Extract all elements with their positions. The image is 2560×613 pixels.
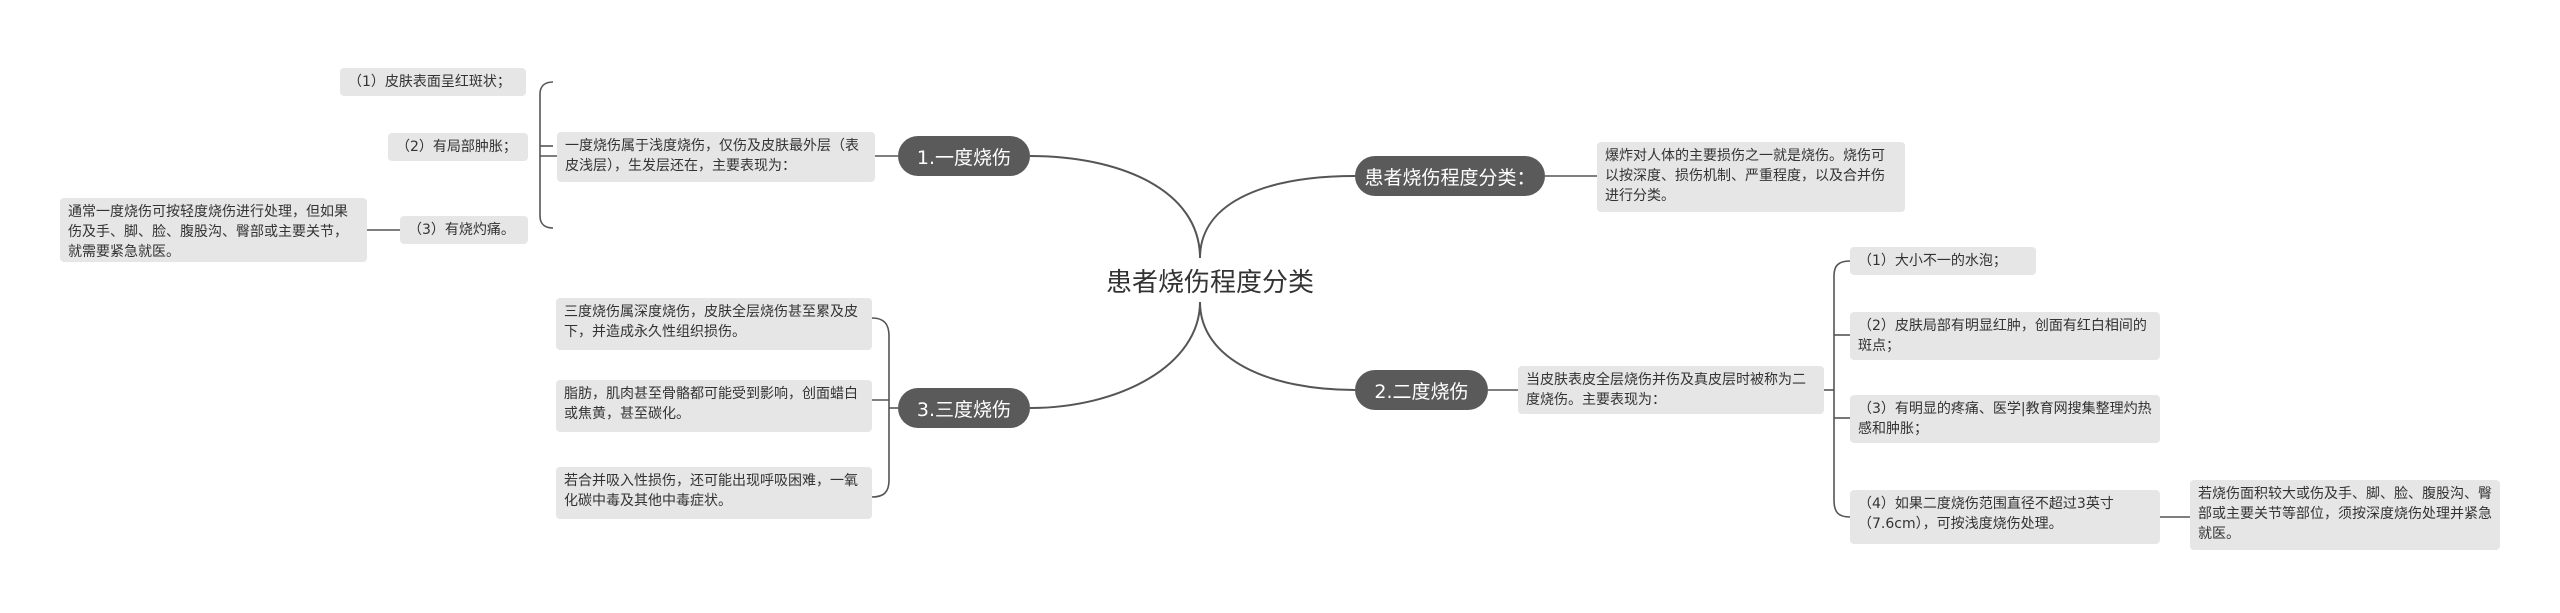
edge-second-bracket <box>1833 260 1851 518</box>
second-degree-description[interactable]: 当皮肤表皮全层烧伤并伤及真皮层时被称为二度烧伤。主要表现为： <box>1518 366 1824 414</box>
third-degree-item-1[interactable]: 三度烧伤属深度烧伤，皮肤全层烧伤甚至累及皮下，并造成永久性组织损伤。 <box>556 298 872 350</box>
second-degree-item-2[interactable]: （2）皮肤局部有明显红肿，创面有红白相间的斑点； <box>1850 312 2160 360</box>
edge-root-second <box>1199 301 1356 391</box>
branch-first-degree[interactable]: 1.一度烧伤 <box>898 136 1030 176</box>
first-degree-item-2[interactable]: （2）有局部肿胀； <box>388 133 528 161</box>
edge-root-third <box>1029 301 1201 409</box>
first-degree-item-3[interactable]: （3）有烧灼痛。 <box>400 216 528 244</box>
first-degree-note[interactable]: 通常一度烧伤可按轻度烧伤进行处理，但如果伤及手、脚、脸、腹股沟、臀部或主要关节，… <box>60 198 367 262</box>
edge-root-first <box>1029 155 1201 259</box>
first-degree-description[interactable]: 一度烧伤属于浅度烧伤，仅伤及皮肤最外层（表皮浅层），生发层还在，主要表现为： <box>557 132 875 182</box>
second-degree-note[interactable]: 若烧伤面积较大或伤及手、脚、脸、腹股沟、臀部或主要关节等部位，须按深度烧伤处理并… <box>2190 480 2500 550</box>
second-degree-item-4[interactable]: （4）如果二度烧伤范围直径不超过3英寸（7.6cm），可按浅度烧伤处理。 <box>1850 490 2160 544</box>
branch-third-degree[interactable]: 3.三度烧伤 <box>898 388 1030 428</box>
first-degree-item-1[interactable]: （1）皮肤表面呈红斑状； <box>340 68 526 96</box>
third-degree-item-2[interactable]: 脂肪，肌肉甚至骨骼都可能受到影响，创面蜡白或焦黄，甚至碳化。 <box>556 380 872 432</box>
edge-first-bracket <box>539 81 554 229</box>
third-degree-item-3[interactable]: 若合并吸入性损伤，还可能出现呼吸困难，一氧化碳中毒及其他中毒症状。 <box>556 467 872 519</box>
intro-description[interactable]: 爆炸对人体的主要损伤之一就是烧伤。烧伤可以按深度、损伤机制、严重程度，以及合并伤… <box>1597 142 1905 212</box>
edge-root-intro <box>1199 175 1356 259</box>
second-degree-item-1[interactable]: （1）大小不一的水泡； <box>1850 247 2036 275</box>
branch-second-degree[interactable]: 2.二度烧伤 <box>1355 370 1488 410</box>
second-degree-item-3[interactable]: （3）有明显的疼痛、医学|教育网搜集整理灼热感和肿胀； <box>1850 395 2160 443</box>
branch-intro[interactable]: 患者烧伤程度分类： <box>1355 156 1545 196</box>
edge-third-bracket <box>871 317 890 498</box>
root-topic[interactable]: 患者烧伤程度分类 <box>1105 267 1314 298</box>
